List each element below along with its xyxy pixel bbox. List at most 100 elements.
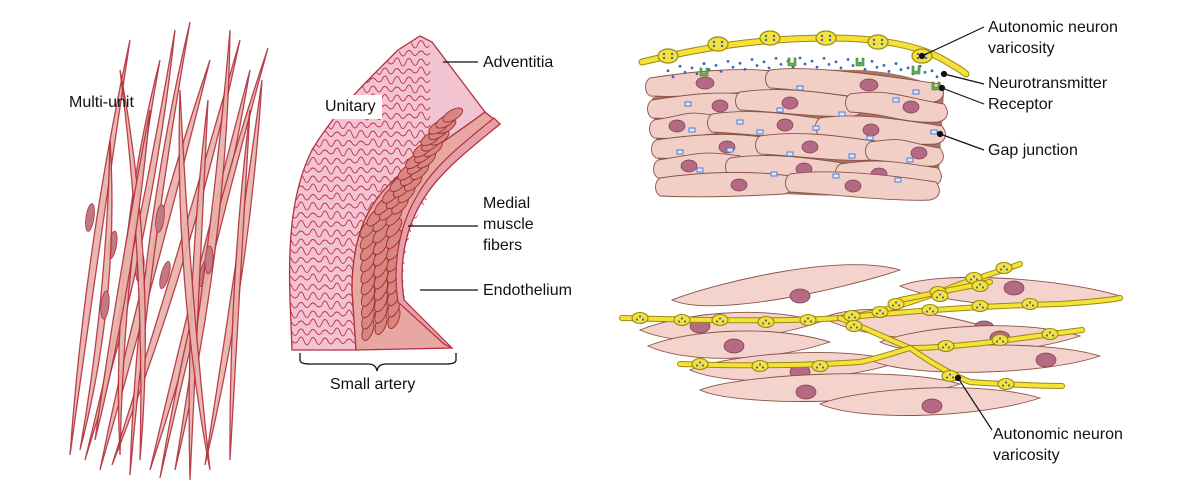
vesicle xyxy=(1028,301,1032,304)
collagen-squiggle xyxy=(309,157,323,165)
autonomic-nerve-network xyxy=(619,261,1123,391)
collagen-squiggle xyxy=(289,84,299,94)
collagen-squiggle xyxy=(333,131,347,137)
collagen-squiggle xyxy=(417,246,431,256)
collagen-squiggle xyxy=(345,174,359,184)
label-medial-3: fibers xyxy=(483,237,523,254)
gap-junction xyxy=(688,127,696,133)
collagen-squiggle xyxy=(333,221,347,227)
neurotransmitter-dot xyxy=(815,65,819,69)
collagen-squiggle xyxy=(309,329,323,335)
collagen-squiggle xyxy=(321,75,335,85)
vesicle xyxy=(855,326,859,329)
vesicle xyxy=(638,315,642,318)
collagen-squiggle xyxy=(289,238,299,246)
collagen-squiggle xyxy=(417,265,431,273)
cell-nucleus xyxy=(921,398,943,414)
neurotransmitter-dot xyxy=(882,63,886,67)
collagen-squiggle xyxy=(381,86,395,92)
collagen-squiggle xyxy=(321,337,335,345)
collagen-squiggle xyxy=(333,57,347,67)
collagen-squiggle xyxy=(309,183,323,193)
cell-nucleus xyxy=(789,288,811,304)
collagen-squiggle xyxy=(333,49,347,57)
vesicle xyxy=(853,316,857,319)
vesicle xyxy=(1001,384,1005,387)
neurotransmitter-dot xyxy=(935,75,939,79)
gap-junction xyxy=(786,151,794,157)
collagen-squiggle xyxy=(289,301,299,309)
varicosity xyxy=(657,48,679,64)
collagen-squiggle xyxy=(333,147,347,157)
collagen-squiggle xyxy=(321,284,335,290)
varicosity xyxy=(1041,327,1059,341)
label-unitary: Unitary xyxy=(321,95,382,119)
collagen-squiggle xyxy=(309,310,323,318)
collagen-squiggle xyxy=(309,220,323,228)
vesicle xyxy=(925,310,929,313)
vesicle xyxy=(849,326,853,329)
neurotransmitter-dot xyxy=(791,65,795,69)
collagen-squiggle xyxy=(321,67,335,75)
neurotransmitter-dot xyxy=(666,69,670,73)
receptor xyxy=(855,57,865,67)
collagen-squiggle xyxy=(297,148,311,156)
collagen-squiggle xyxy=(289,129,299,139)
collagen-squiggle xyxy=(289,219,299,229)
collagen-squiggle xyxy=(357,66,371,76)
vesicle xyxy=(1002,265,1006,268)
vesicle xyxy=(1031,304,1035,307)
collagen-squiggle xyxy=(333,274,347,282)
neurotransmitter-dot xyxy=(779,62,783,66)
collagen-squiggle xyxy=(381,67,395,75)
collagen-squiggle xyxy=(333,176,347,182)
collagen-squiggle xyxy=(309,194,323,200)
vesicle xyxy=(755,366,759,369)
neurotransmitter-dot xyxy=(839,66,843,70)
collagen-squiggle xyxy=(289,293,299,299)
gap-junction xyxy=(832,173,840,179)
collagen-squiggle xyxy=(297,275,311,281)
collagen-squiggle xyxy=(369,138,383,148)
neurotransmitter-dot xyxy=(695,72,699,76)
vesicle xyxy=(881,312,885,315)
collagen-squiggle xyxy=(289,95,299,101)
varicosity xyxy=(759,30,781,46)
collagen-squiggle xyxy=(309,302,323,308)
collagen-squiggle xyxy=(321,239,335,245)
collagen-squiggle xyxy=(309,167,323,173)
collagen-squiggle xyxy=(405,256,419,264)
multi-unit-cell xyxy=(670,264,902,307)
collagen-squiggle xyxy=(289,275,299,281)
unitary-cell xyxy=(649,112,724,139)
collagen-squiggle xyxy=(381,41,395,47)
collagen-squiggle xyxy=(381,157,395,165)
collagen-squiggle xyxy=(321,139,335,147)
varicosity xyxy=(887,297,905,311)
collagen-squiggle xyxy=(289,174,299,184)
vesicle xyxy=(941,296,945,299)
vesicle xyxy=(803,320,807,323)
varicosity xyxy=(991,333,1009,347)
vesicle xyxy=(947,346,951,349)
vesicle xyxy=(999,268,1003,271)
collagen-squiggle xyxy=(297,320,311,326)
cell-nucleus xyxy=(711,99,729,113)
collagen-squiggle xyxy=(309,318,323,328)
neurotransmitter-dot xyxy=(774,56,778,60)
collagen-squiggle xyxy=(369,183,383,193)
collagen-squiggle xyxy=(405,293,419,299)
cell-nucleus xyxy=(859,78,879,92)
vesicle xyxy=(924,56,928,60)
collagen-squiggle xyxy=(321,319,335,327)
collagen-squiggle xyxy=(405,264,419,274)
collagen-squiggle xyxy=(309,77,323,83)
collagen-squiggle xyxy=(297,58,311,66)
small-artery-section xyxy=(288,35,502,372)
collagen-squiggle xyxy=(345,219,359,229)
multi-unit-fiber xyxy=(111,39,241,466)
collagen-squiggle xyxy=(333,338,347,344)
unitary-cell xyxy=(655,171,794,198)
collagen-squiggle xyxy=(309,292,323,300)
multi-unit-fiber xyxy=(178,89,211,471)
